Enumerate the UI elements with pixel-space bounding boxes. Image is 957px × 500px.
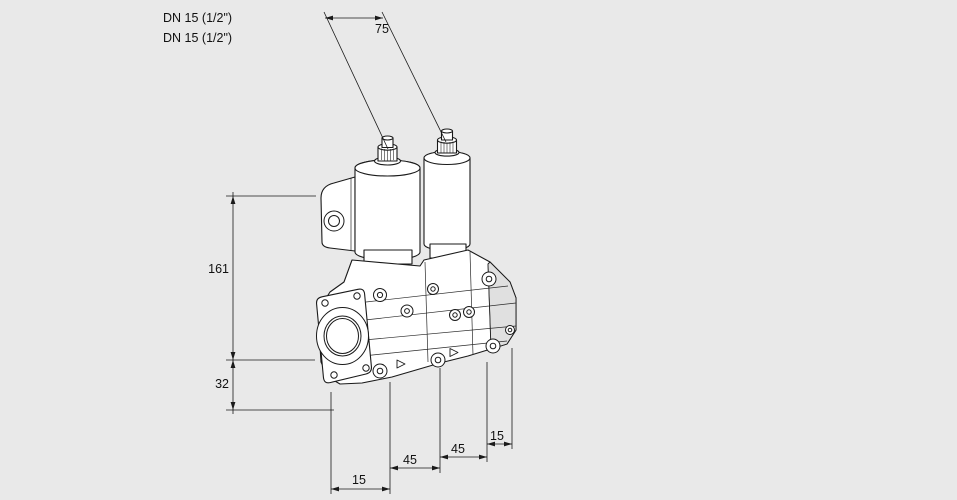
dim-label-bottom-45-left: 45 — [403, 453, 417, 467]
valve-body-seam-lines — [362, 251, 517, 363]
flow-arrow-icon — [396, 359, 406, 369]
solenoid-right-stem-top — [440, 128, 454, 134]
solenoid-left — [354, 135, 421, 265]
solenoid-right-knurling — [440, 141, 454, 153]
dim-label-161: 161 — [208, 262, 229, 276]
flow-direction-arrows — [396, 348, 459, 369]
flange-bore-circle — [326, 318, 359, 354]
bolt-center — [485, 275, 493, 283]
pipe-flange-left — [316, 288, 372, 384]
bracket-ring-inner — [328, 215, 340, 227]
dim-label-32: 32 — [215, 377, 229, 391]
solenoid-right — [423, 128, 471, 259]
dn-label-2: DN 15 (1/2") — [163, 31, 232, 45]
mounting-bracket — [320, 176, 356, 252]
bolt-center — [507, 327, 513, 333]
bolt-center — [404, 308, 410, 314]
solenoid-left-knurling — [381, 148, 394, 161]
flange-corner-bolt — [321, 299, 329, 307]
body-bolt-heads — [372, 271, 515, 379]
solenoid-right-cylinder — [423, 150, 471, 252]
bolt-center — [489, 342, 497, 350]
flange-corner-bolt — [353, 292, 361, 300]
solenoid-left-stem-top — [381, 135, 394, 141]
bolt-center — [434, 356, 442, 364]
bolt-center — [466, 309, 472, 315]
dim-label-75: 75 — [375, 22, 389, 36]
valve-drawing — [316, 128, 517, 385]
flange-corner-bolt — [330, 371, 338, 379]
dn-label-1: DN 15 (1/2") — [163, 11, 232, 25]
bolt-center — [376, 367, 384, 375]
dimension-annotations: DN 15 (1/2") DN 15 (1/2") 75 161 32 15 4… — [163, 11, 513, 494]
bolt-center — [452, 312, 458, 318]
flange-corner-bolt — [362, 364, 370, 372]
dim-label-bottom-15-right: 15 — [490, 429, 504, 443]
dimension-lines — [226, 11, 513, 494]
bolt-center — [376, 291, 384, 299]
dim-label-bottom-45-right: 45 — [451, 442, 465, 456]
flow-arrow-icon — [449, 348, 459, 357]
dim-label-bottom-15-left: 15 — [352, 473, 366, 487]
bolt-center — [430, 286, 436, 292]
